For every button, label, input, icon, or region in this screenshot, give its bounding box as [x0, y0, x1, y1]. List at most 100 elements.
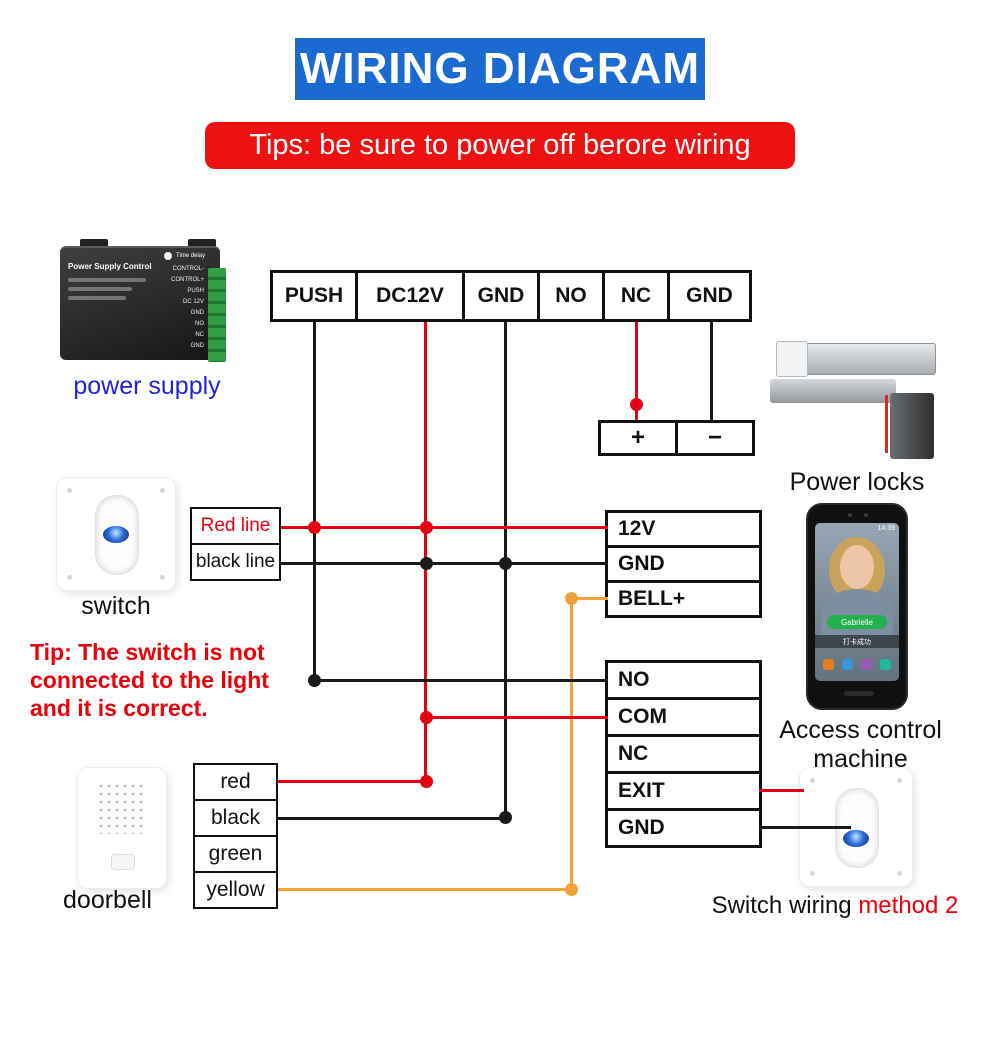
switch-wiring-highlight: method 2 [858, 892, 959, 919]
wire-bell-vertical [570, 598, 573, 891]
power-terminal-row: PUSH DC12V GND NO NC GND [270, 270, 752, 322]
portrait-face [840, 545, 874, 589]
junction-dot [630, 398, 643, 411]
wave-sensor-icon [844, 691, 874, 696]
psu-pin-labels: CONTROL- CONTROL+ PUSH DC 12V GND NO NC … [158, 264, 204, 352]
screen-status-text: 打卡成功 [815, 635, 899, 648]
app-icon [861, 659, 872, 670]
mount-tab [188, 239, 216, 248]
wire-dc12v-vertical [424, 322, 427, 783]
power-supply-face-title: Power Supply Control [68, 262, 152, 271]
doorbell-wire-labels: red black green yellow [193, 763, 278, 909]
screen-name-badge: Gabrielle [827, 615, 887, 629]
wire-label-yellow: yellow [193, 871, 278, 909]
app-icon [880, 659, 891, 670]
wire-label-black: black [193, 799, 278, 837]
terminal-nc-machine: NC [605, 734, 762, 774]
doorbell-button [111, 854, 135, 870]
terminal-gnd-machine2: GND [605, 808, 762, 848]
terminal-push: PUSH [270, 270, 358, 322]
junction-dot [565, 883, 578, 896]
screen-time: 14:39 [877, 525, 895, 532]
app-icon [823, 659, 834, 670]
wire-label-red: red [193, 763, 278, 801]
terminal-gnd-machine: GND [605, 545, 762, 583]
screw-dot [810, 778, 815, 783]
fine-print-line [68, 287, 132, 291]
speaker-grille [97, 782, 147, 834]
switch-blue-light [843, 830, 869, 847]
power-supply-label: power supply [73, 372, 221, 400]
terminal-com: COM [605, 697, 762, 737]
tip-note: Tip: The switch is not connected to the … [30, 638, 320, 722]
terminal-no: NO [537, 270, 605, 322]
terminal-minus: − [675, 420, 755, 456]
tip-note-line: and it is correct. [30, 695, 208, 721]
machine-screen: 14:39 Gabrielle 打卡成功 [815, 523, 899, 681]
mount-tab [80, 239, 108, 248]
screw-dot [160, 488, 165, 493]
pin-label: CONTROL+ [171, 277, 204, 283]
pin-label: GND [190, 310, 204, 316]
junction-dot [308, 674, 321, 687]
terminal-12v: 12V [605, 510, 762, 548]
lock-bracket [890, 393, 934, 459]
access-control-machine-image: 14:39 Gabrielle 打卡成功 [806, 503, 908, 710]
switch-wiring-method-label: Switch wiring method 2 [690, 892, 980, 920]
junction-dot [499, 557, 512, 570]
wire-doorbell-red [278, 780, 427, 783]
maglock-endcap [776, 341, 808, 377]
pin-label: DC 12V [182, 299, 204, 305]
screw-dot [897, 778, 902, 783]
doorbell-label: doorbell [63, 886, 152, 914]
access-control-machine-label: Access control machine [779, 716, 942, 773]
timer-icon [164, 252, 172, 260]
fine-print-line [68, 278, 146, 282]
machine-terminals-top: 12V GND BELL+ [605, 510, 762, 618]
wire-push-vertical [313, 322, 316, 682]
wire-dc12v-to-com [424, 716, 608, 719]
tip-note-line: Tip: The switch is not [30, 639, 265, 665]
switch-label: switch [81, 592, 151, 620]
wire-doorbell-yellow [278, 888, 572, 891]
terminal-dc12v: DC12V [355, 270, 465, 322]
lock-terminal-row: + − [598, 420, 755, 456]
pin-label: GND [190, 343, 204, 349]
time-delay-label: Time delay [176, 253, 206, 259]
camera-dot [848, 513, 852, 517]
pin-label: NC [195, 332, 204, 338]
tip-note-line: connected to the light [30, 667, 269, 693]
terminal-plus: + [598, 420, 678, 456]
screw-dot [160, 575, 165, 580]
screw-dot [897, 871, 902, 876]
armature-plate [770, 379, 896, 403]
wire-gnd-to-minus [710, 322, 713, 420]
junction-dot [420, 557, 433, 570]
doorbell-image [78, 768, 166, 888]
terminal-exit: EXIT [605, 771, 762, 811]
switch-blue-light [103, 526, 129, 543]
junction-dot [499, 811, 512, 824]
machine-terminals-bottom: NO COM NC EXIT GND [605, 660, 762, 848]
terminal-no-machine: NO [605, 660, 762, 700]
junction-dot [308, 521, 321, 534]
wire-push-to-no [313, 679, 608, 682]
pin-label: PUSH [187, 288, 204, 294]
app-icon [842, 659, 853, 670]
terminal-bell-plus: BELL+ [605, 580, 762, 618]
tips-banner: Tips: be sure to power off berore wiring [205, 122, 795, 169]
green-terminal-strip [208, 268, 226, 362]
wire-doorbell-black [278, 817, 507, 820]
switch-wiring-prefix: Switch wiring [711, 892, 859, 919]
wire-blackline-to-gnd [281, 562, 608, 565]
black-line-label: black line [190, 543, 281, 581]
terminal-gnd2: GND [667, 270, 752, 322]
camera-dot [864, 513, 868, 517]
lock-cable [885, 395, 888, 453]
screw-dot [810, 871, 815, 876]
wire-gnd-to-switch [759, 826, 851, 829]
page-title: WIRING DIAGRAM [295, 38, 705, 100]
red-line-label: Red line [190, 507, 281, 545]
power-lock-image [770, 333, 942, 463]
